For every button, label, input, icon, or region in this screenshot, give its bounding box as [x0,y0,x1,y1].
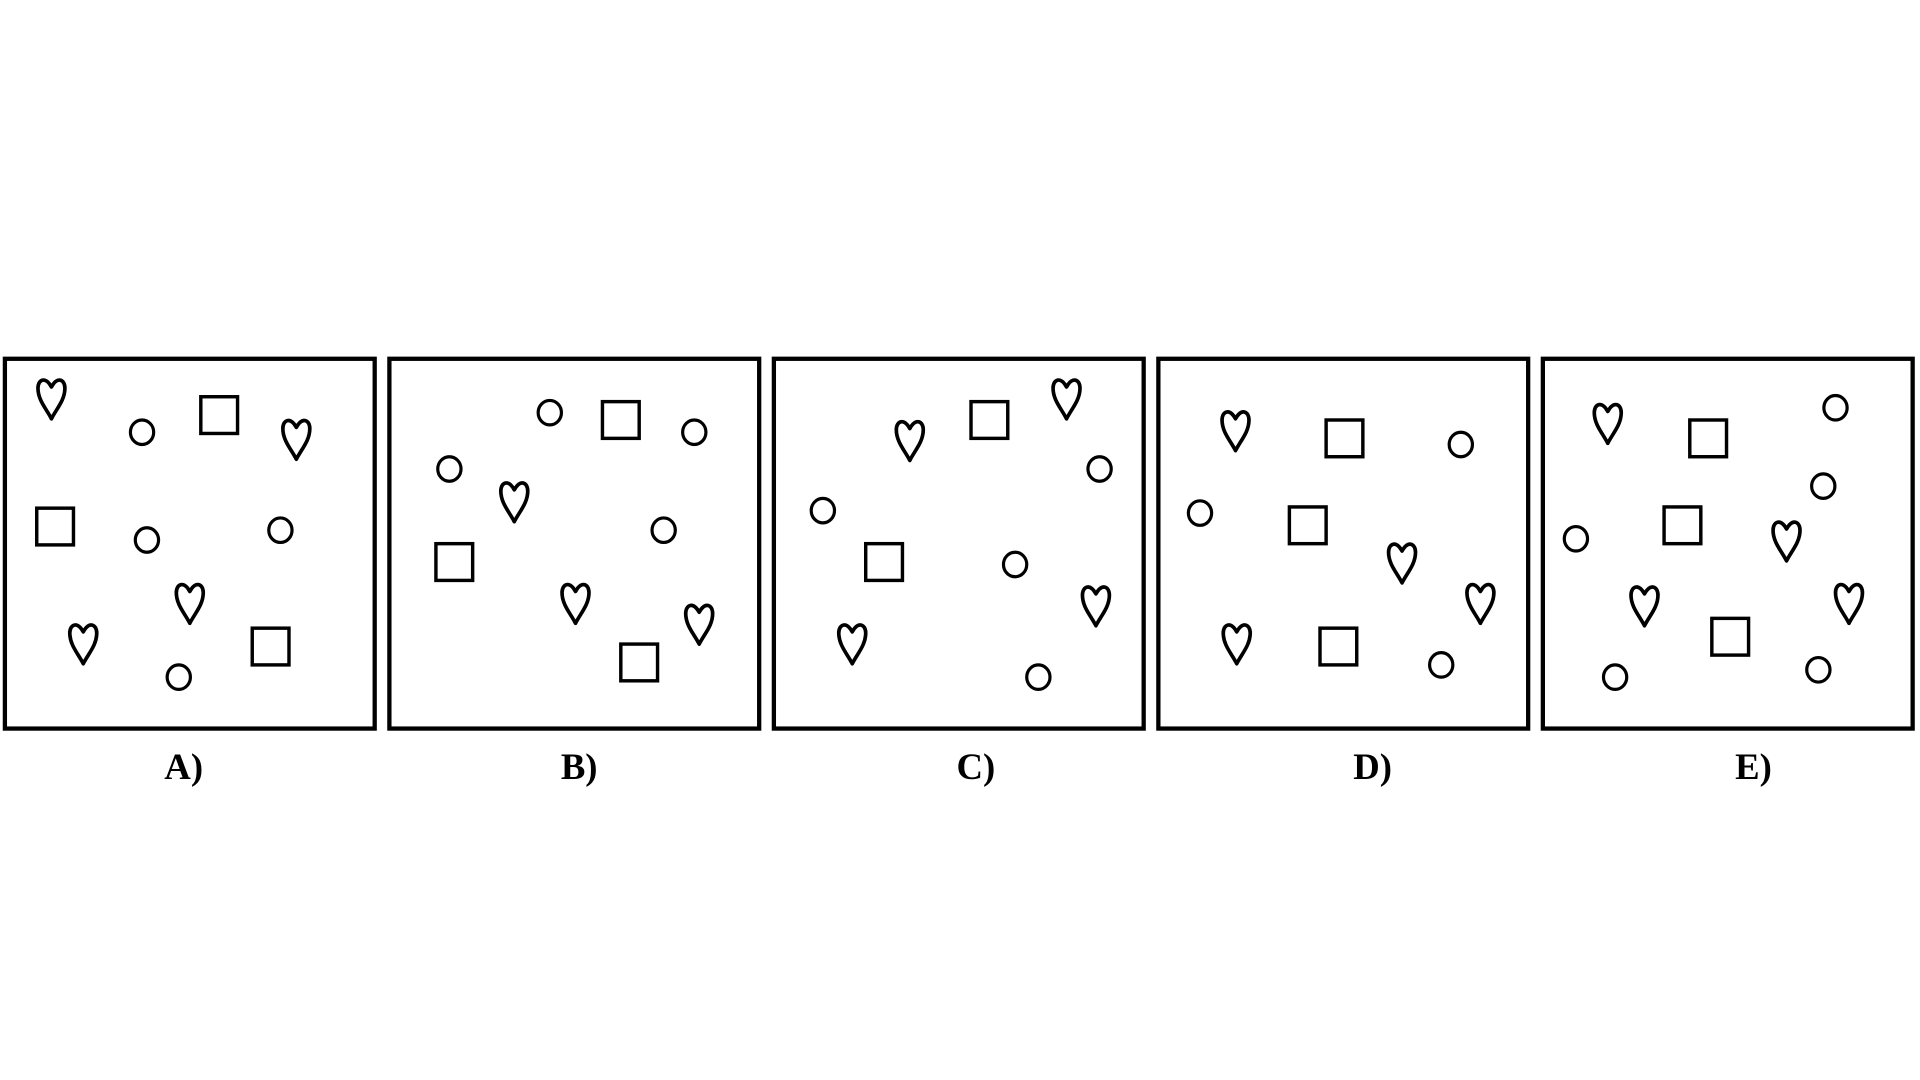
square-icon [1662,505,1703,546]
panel-frame [1540,356,1915,731]
square-icon [1324,418,1365,459]
square-icon [1710,616,1751,657]
square-icon [600,399,641,441]
circle-icon [1562,524,1590,553]
square-icon [1318,626,1359,667]
square-icon [199,395,240,436]
heart-icon [1771,520,1802,563]
circle-icon [1086,455,1113,483]
heart-icon [1221,623,1253,666]
heart-icon [498,481,530,524]
heart-icon [1629,585,1660,628]
square-icon [864,541,905,583]
circle-icon [1447,430,1475,459]
panel-frame [771,356,1146,731]
circle-icon [536,398,564,427]
square-icon [969,399,1010,441]
square-icon [35,506,76,547]
circle-icon [1428,651,1455,679]
circle-icon [128,418,156,447]
heart-icon [1833,582,1865,626]
heart-icon [36,378,67,421]
option-label-b[interactable]: B) [561,746,598,787]
option-panel-b[interactable] [387,356,762,731]
heart-icon [683,603,715,646]
panel-frame [1156,356,1531,731]
square-icon [1688,418,1729,459]
option-label-e[interactable]: E) [1735,746,1772,787]
option-panel-c[interactable] [771,356,1146,731]
square-icon [1287,505,1328,546]
heart-icon [1386,542,1418,585]
circle-icon [1805,655,1832,684]
circle-icon [650,516,677,545]
option-label-a[interactable]: A) [164,746,203,787]
option-label-c[interactable]: C) [957,746,996,787]
heart-icon [560,582,591,626]
circle-icon [1001,550,1029,579]
circle-icon [436,455,463,483]
heart-icon [1051,378,1082,421]
option-panel-d[interactable] [1156,356,1531,731]
heart-icon [836,623,868,666]
circle-icon [1822,393,1849,422]
option-panel-e[interactable] [1540,356,1915,731]
square-icon [434,541,475,583]
heart-icon [1220,410,1251,453]
heart-icon [1080,585,1112,628]
square-icon [250,626,291,667]
circle-icon [165,663,192,691]
heart-icon [1465,582,1496,626]
circle-icon [1025,663,1052,691]
circle-icon [1810,472,1837,500]
circle-icon [809,496,837,525]
heart-icon [174,582,206,626]
circle-icon [1601,663,1629,691]
circle-icon [681,418,708,447]
heart-icon [281,418,312,462]
heart-icon [1592,402,1624,446]
square-icon [619,642,660,683]
heart-icon [894,420,926,463]
circle-icon [1186,499,1214,527]
circle-icon [133,526,161,554]
option-label-d[interactable]: D) [1353,746,1392,787]
option-panel-a[interactable] [2,356,377,731]
heart-icon [67,623,99,666]
circle-icon [267,516,294,545]
